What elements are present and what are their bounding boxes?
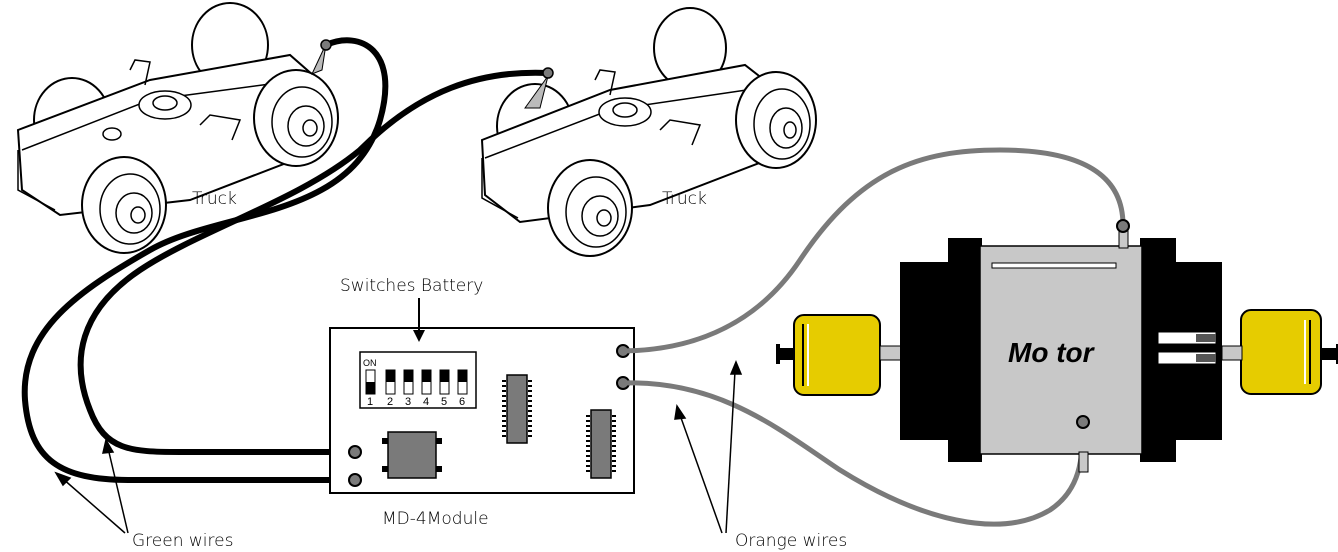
truck-right-wheel-front <box>735 71 817 169</box>
green-wire-2 <box>77 69 551 455</box>
dip-number: 6 <box>459 396 465 408</box>
truck-left <box>16 2 339 254</box>
green-wires-callout <box>54 437 129 534</box>
chip-dip-right <box>586 409 616 479</box>
green-wire-1 <box>21 37 389 483</box>
motor-endcap-right <box>1140 238 1222 462</box>
chip-dip-middle <box>502 374 532 444</box>
motor-label: Mo tor <box>1008 337 1096 368</box>
flywheel-left <box>793 314 905 396</box>
truck-right-wheel-rear <box>547 159 633 257</box>
dip-number: 2 <box>387 396 393 408</box>
motor <box>776 219 1338 473</box>
module-label: MD-4Module <box>382 509 489 529</box>
md4-module: ON 1 2 3 4 5 6 <box>329 327 635 494</box>
orange-wires <box>620 147 1126 527</box>
switches-arrow <box>413 298 425 342</box>
switches-label: Switches Battery <box>340 276 483 296</box>
truck-left-wheel-front <box>253 69 339 167</box>
dip-number: 3 <box>405 396 411 408</box>
dip-on-label: ON <box>363 358 377 368</box>
truck-right <box>480 7 817 257</box>
flywheel-right <box>1221 309 1322 395</box>
orange-wires-callout <box>674 360 743 534</box>
truck-left-wheel-rear <box>81 156 167 254</box>
dip-number: 5 <box>441 396 447 408</box>
truck-right-label: Truck <box>662 189 707 209</box>
orange-wire-1 <box>620 147 1126 354</box>
dip-number: 4 <box>423 396 429 408</box>
orange-wire-2 <box>620 380 1086 527</box>
orange-wires-label: Orange wires <box>735 531 847 551</box>
green-wires <box>21 37 551 483</box>
green-wires-label: Green wires <box>132 531 233 551</box>
chip-square <box>382 431 442 479</box>
motor-endcap-left <box>900 238 982 462</box>
dip-number: 1 <box>367 396 373 408</box>
truck-left-label: Truck <box>192 189 237 209</box>
dip-switch: ON 1 2 3 4 5 6 <box>359 351 477 409</box>
